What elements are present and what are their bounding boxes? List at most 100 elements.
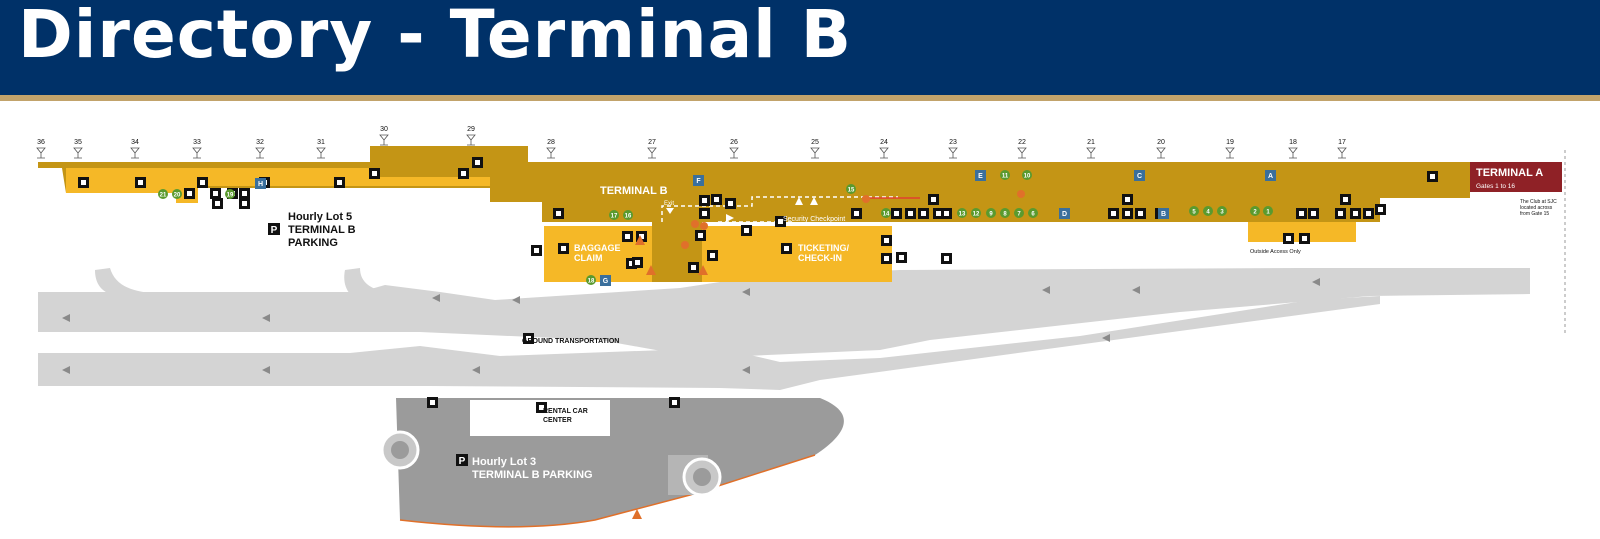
letter-text: B [1161, 211, 1166, 218]
shop-marker-4: 4 [1203, 206, 1213, 216]
outside-access-area [1248, 222, 1356, 242]
amenity-icon [78, 177, 89, 188]
orange-marker [632, 509, 642, 519]
rental-car-label-2: CENTER [543, 417, 572, 424]
ground-transportation-label: GROUND TRANSPORTATION [522, 338, 619, 345]
gate-27: 27 [647, 139, 657, 159]
amenity-icon [1122, 194, 1133, 205]
amenity-icon [458, 168, 469, 179]
gate-jetbridge-icon [316, 147, 326, 159]
shop-marker-10: 10 [1022, 170, 1032, 180]
amenity-icon [881, 253, 892, 264]
orange-marker [1017, 190, 1025, 198]
amenity-icon [531, 245, 542, 256]
gate-21: 21 [1086, 139, 1096, 159]
gate-jetbridge-icon [1156, 147, 1166, 159]
letter-text: F [696, 178, 701, 185]
shop-number: 12 [973, 212, 980, 218]
letter-text: D [1062, 211, 1067, 218]
gate-label: 33 [193, 139, 201, 146]
gate-jetbridge-icon [729, 147, 739, 159]
terminal-b-label: TERMINAL B [600, 185, 668, 197]
gate-label: 28 [547, 139, 555, 146]
amenity-icon [775, 216, 786, 227]
gate-32: 32 [255, 139, 265, 159]
outside-access-label: Outside Access Only [1250, 249, 1301, 255]
gate-label: 29 [467, 126, 475, 133]
gate-17: 17 [1337, 139, 1347, 159]
shop-marker-21: 21 [158, 189, 168, 199]
amenity-icon [239, 188, 250, 199]
gate-label: 34 [131, 139, 139, 146]
amenity-icon [212, 198, 223, 209]
gate-26: 26 [729, 139, 739, 159]
shop-number: 2 [1253, 210, 1257, 216]
gate-label: 23 [949, 139, 957, 146]
lot3-label: Hourly Lot 3 [472, 456, 536, 468]
hazard-markers [632, 190, 1025, 519]
orange-marker [635, 235, 645, 245]
shop-number: 1 [1266, 210, 1270, 216]
amenity-icon [905, 208, 916, 219]
gate-jetbridge-icon [73, 147, 83, 159]
club-note-3: from Gate 15 [1520, 211, 1549, 217]
orange-marker [681, 241, 689, 249]
amenity-icon [941, 208, 952, 219]
amenity-icon [239, 198, 250, 209]
amenity-icon [523, 333, 534, 344]
shop-marker-19: 19 [225, 189, 235, 199]
terminal-a-gates-label: Gates 1 to 16 [1476, 183, 1515, 190]
shop-marker-2: 2 [1250, 206, 1260, 216]
gate-label: 32 [256, 139, 264, 146]
shop-number: 11 [1002, 174, 1009, 180]
lower-road [38, 296, 1380, 390]
club-note: The Club at SJC [1520, 199, 1557, 205]
gate-25: 25 [810, 139, 820, 159]
amenity-icon [1350, 208, 1361, 219]
gate-jetbridge-icon [1288, 147, 1298, 159]
shop-number: 6 [1031, 212, 1035, 218]
lot5-ramp-right [344, 268, 400, 294]
letter-marker-B: B [1158, 208, 1169, 219]
shop-number: 19 [227, 193, 234, 199]
amenity-icon [781, 243, 792, 254]
gate-18: 18 [1288, 139, 1298, 159]
shop-number: 21 [160, 193, 167, 199]
security-checkpoint-label: Security Checkpoint [783, 216, 845, 223]
letter-text: E [978, 173, 983, 180]
orange-marker [700, 222, 708, 230]
amenity-icon [891, 208, 902, 219]
map-labels: TERMINAL B BAGGAGE CLAIM TICKETING/ CHEC… [288, 167, 1557, 481]
shop-number: 7 [1017, 212, 1021, 218]
letter-text: C [1137, 173, 1142, 180]
amenity-icon [636, 231, 647, 242]
amenity-icon [881, 235, 892, 246]
amenity-icon [725, 198, 736, 209]
gate-label: 31 [317, 139, 325, 146]
gate-label: 18 [1289, 139, 1297, 146]
terminal-a-label: TERMINAL A [1476, 167, 1543, 179]
shop-marker-13: 13 [957, 208, 967, 218]
lot5-label-2: TERMINAL B [288, 224, 356, 236]
gate-wing-strip [66, 168, 490, 203]
security-route [661, 196, 898, 223]
gate-label: 17 [1338, 139, 1346, 146]
shop-number: 4 [1206, 210, 1210, 216]
gate-22: 22 [1017, 139, 1027, 159]
gate-label: 30 [380, 126, 388, 133]
gate-jetbridge-icon [379, 134, 389, 146]
gate-jetbridge-icon [647, 147, 657, 159]
amenity-icon [1335, 208, 1346, 219]
gate-jetbridge-icon [1017, 147, 1027, 159]
gate-label: 20 [1157, 139, 1165, 146]
gate-jetbridge-icon [810, 147, 820, 159]
amenity-icon [1308, 208, 1319, 219]
exit-label: Exit [664, 201, 674, 207]
gate-jetbridge-icon [1086, 147, 1096, 159]
amenity-icon [1363, 208, 1374, 219]
header-banner [0, 0, 1600, 95]
gate-label: 24 [880, 139, 888, 146]
shop-number: 14 [883, 212, 890, 218]
shop-marker-12: 12 [971, 208, 981, 218]
